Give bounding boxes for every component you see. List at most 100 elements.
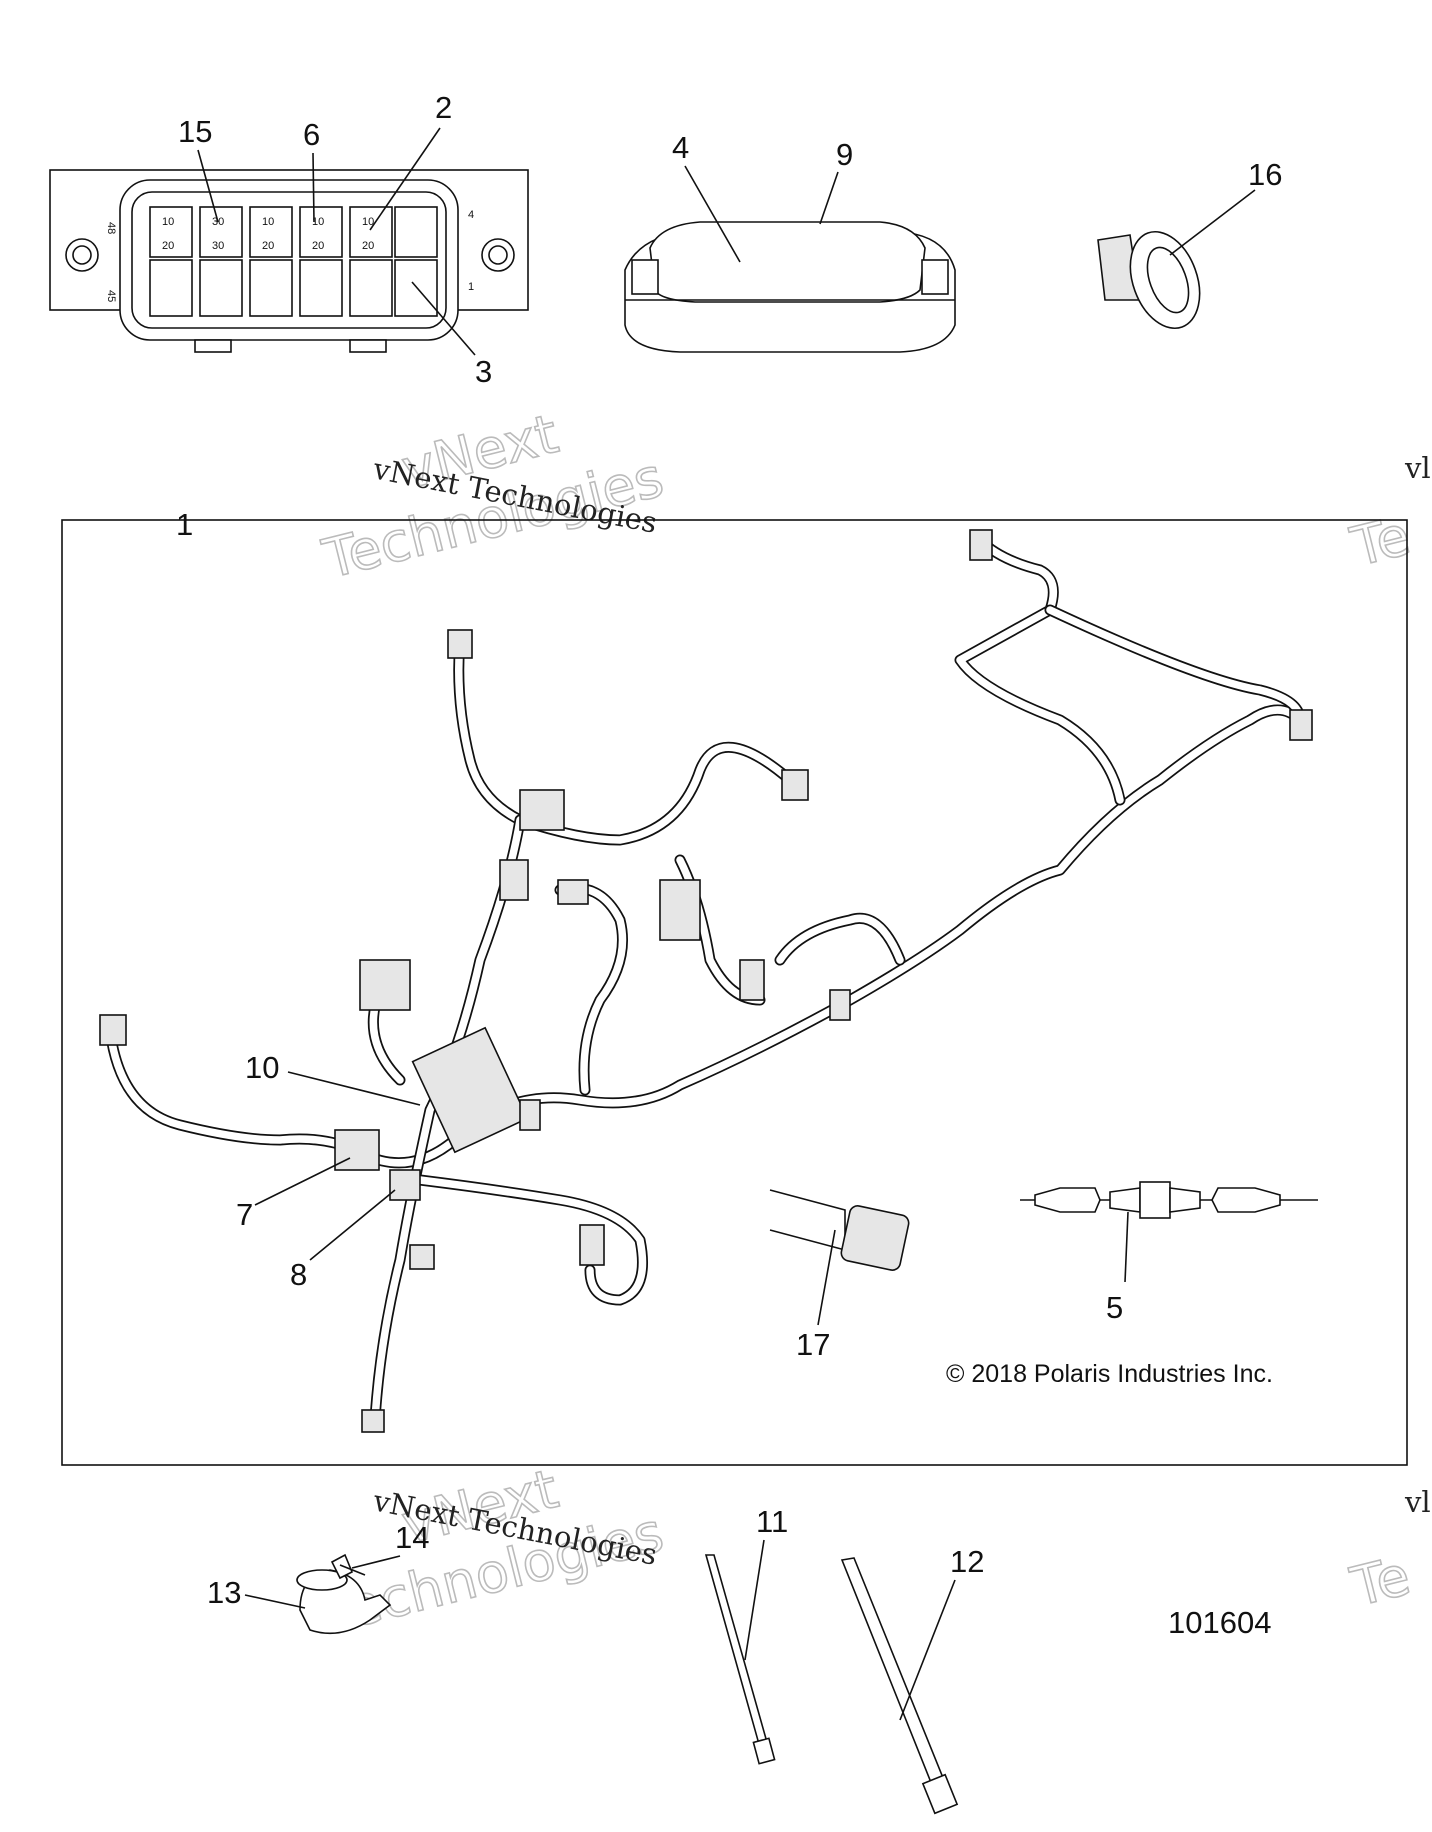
- connector: [519, 1099, 541, 1131]
- fuse-row-top: 10 30 10 10 10 20 30 20 20 20: [149, 206, 438, 258]
- callout-7: 7: [236, 1197, 253, 1232]
- document-number: 101604: [1168, 1605, 1271, 1640]
- pin-label: 45: [105, 290, 117, 302]
- fuse-rating: 30: [212, 240, 224, 252]
- callout-1: 1: [176, 507, 193, 542]
- fuse-slot: [299, 206, 343, 258]
- copyright-text: © 2018 Polaris Industries Inc.: [946, 1360, 1273, 1388]
- connector: [519, 789, 565, 831]
- push-pin-connector: [1097, 230, 1201, 330]
- fuse-slot: [249, 206, 293, 258]
- pin-label: 4: [468, 209, 474, 221]
- connector: [739, 959, 765, 1001]
- leader-16: [1169, 189, 1256, 256]
- pin-label: 48: [105, 222, 117, 234]
- harness-connectors: [99, 529, 1313, 1433]
- callout-14: 14: [395, 1520, 429, 1555]
- leader-14: [351, 1555, 401, 1569]
- connector: [659, 879, 701, 941]
- pin-label: 1: [468, 281, 474, 293]
- relay-slot: [349, 259, 393, 317]
- fuse-rating: 10: [362, 216, 374, 228]
- connector-17: [769, 1189, 910, 1271]
- relay-slot: [394, 259, 438, 317]
- callout-4: 4: [672, 130, 689, 165]
- cable-tie-12: [840, 1557, 959, 1815]
- fuse-box: 10 30 10 10 10 20 30 20 20 20 48 4 45 1: [49, 169, 529, 353]
- watermark-edge-fragment: vl: [1404, 451, 1431, 485]
- fuse-slot: [149, 206, 193, 258]
- leader-15: [197, 149, 219, 223]
- watermark-top: vNext Technologies vNext Technologies: [316, 401, 670, 591]
- connector: [969, 529, 993, 561]
- fuse-slot: [199, 206, 243, 258]
- connector: [334, 1129, 380, 1171]
- callout-9: 9: [836, 137, 853, 172]
- fuse-rating: 10: [312, 216, 324, 228]
- cable-tie-11: [704, 1554, 776, 1765]
- inline-fuse-holder: [1020, 1181, 1318, 1219]
- connector: [389, 1169, 421, 1201]
- callout-10: 10: [245, 1050, 279, 1085]
- fuse-rating: 20: [162, 240, 174, 252]
- leader-10: [287, 1071, 421, 1106]
- relay-slot: [394, 206, 438, 258]
- fuse-rating: 20: [262, 240, 274, 252]
- connector: [99, 1014, 127, 1046]
- leader-7: [254, 1157, 351, 1206]
- relay-slot: [299, 259, 343, 317]
- relay-row-bottom: [149, 259, 438, 317]
- connector: [359, 959, 411, 1011]
- leader-9: [819, 171, 839, 225]
- ecu-connector: [411, 1026, 529, 1154]
- fuse-rating: 20: [362, 240, 374, 252]
- callout-11: 11: [756, 1504, 788, 1539]
- callout-16: 16: [1248, 157, 1282, 192]
- leader-4: [684, 165, 741, 263]
- callout-8: 8: [290, 1257, 307, 1292]
- wiring-harness: [104, 534, 1306, 1426]
- callout-15: 15: [178, 114, 212, 149]
- watermark-edge-outline: Te: [1345, 504, 1417, 579]
- connector: [499, 859, 529, 901]
- harness-frame: [61, 519, 1408, 1466]
- connector: [579, 1224, 605, 1266]
- connector: [361, 1409, 385, 1433]
- leader-6: [312, 152, 315, 223]
- callout-5: 5: [1106, 1290, 1123, 1325]
- connector: [829, 989, 851, 1021]
- callout-12: 12: [950, 1544, 984, 1579]
- connector: [447, 629, 473, 659]
- fuse-rating: 10: [162, 216, 174, 228]
- callout-6: 6: [303, 117, 320, 152]
- fuse-slot: [349, 206, 393, 258]
- leader-5: [1124, 1211, 1129, 1283]
- leader-17: [817, 1229, 836, 1326]
- relay-slot: [199, 259, 243, 317]
- connector: [781, 769, 809, 801]
- screw-14: [330, 1553, 366, 1580]
- callout-3: 3: [475, 354, 492, 389]
- leader-8: [309, 1189, 396, 1261]
- fuse-box-cover: [624, 221, 956, 353]
- fuse-rating: 20: [312, 240, 324, 252]
- watermark-edge-fragment: vl: [1404, 1485, 1431, 1519]
- relay-slot: [249, 259, 293, 317]
- callout-17: 17: [796, 1327, 830, 1362]
- connector: [1289, 709, 1313, 741]
- callout-2: 2: [435, 90, 452, 125]
- connector: [409, 1244, 435, 1270]
- leader-13: [244, 1594, 306, 1609]
- cable-clamp-13: [296, 1569, 392, 1635]
- fuse-rating: 10: [262, 216, 274, 228]
- leader-3: [411, 281, 476, 356]
- callout-13: 13: [207, 1575, 241, 1610]
- fuse-rating: 30: [212, 216, 224, 228]
- leader-11: [744, 1539, 765, 1661]
- leader-12: [899, 1579, 956, 1721]
- watermark-edge-outline: Te: [1345, 1544, 1417, 1619]
- relay-slot: [149, 259, 193, 317]
- leader-2: [369, 127, 441, 231]
- connector: [557, 879, 589, 905]
